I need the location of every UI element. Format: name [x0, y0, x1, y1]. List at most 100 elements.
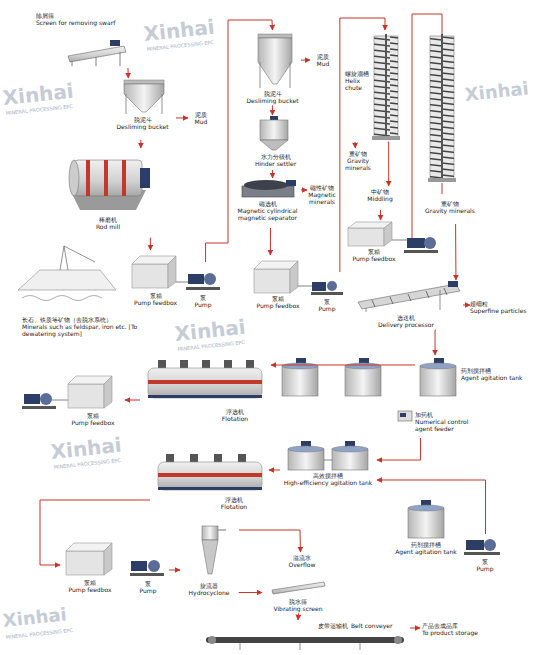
illustration-part	[272, 582, 325, 594]
label-group: 选送机Delivery processor	[350, 314, 462, 328]
equipment-label: Magnetic cylindrical magnetic separator	[235, 207, 300, 221]
illustration-part	[22, 296, 102, 301]
illustration-part	[345, 366, 381, 396]
equipment-label: 浮选机	[200, 496, 268, 503]
pipe-connector	[269, 469, 280, 470]
pump-feedbox	[66, 543, 112, 575]
label-group: 泵箱Pump feedbox	[128, 292, 183, 306]
equipment-node: 产品去成品库To product storage	[420, 620, 528, 648]
illustration-part	[176, 282, 188, 283]
pipe-connector	[272, 105, 273, 115]
equipment-label: 重矿物	[342, 150, 374, 157]
illustration-part	[246, 360, 254, 368]
illustration-part	[238, 454, 246, 462]
illustration-part	[104, 376, 112, 408]
pipe-connector	[125, 400, 140, 401]
equipment-label: 水力分级机	[243, 153, 308, 160]
pump-symbol	[22, 393, 68, 409]
pipe-connector	[298, 613, 299, 620]
equipment-label: Agent agitation tank	[461, 374, 525, 381]
label-group: 除屑筛Screen for removing swarf	[36, 12, 126, 26]
equipment-node: 药剂搅拌槽Agent agitation tank	[395, 497, 458, 562]
label-group: 泵Pump	[128, 580, 168, 594]
pump-symbol	[464, 539, 500, 555]
illustration-part	[122, 160, 126, 196]
label-group: 脱泥斗Desliming bucket	[110, 116, 175, 130]
illustration-part	[69, 160, 79, 196]
equipment-label: 浮选机	[200, 408, 270, 415]
illustration-part	[72, 52, 120, 66]
pipe-connector	[140, 140, 142, 148]
pipe-connector	[206, 20, 273, 262]
label-group: 超细粒Superfine particles	[470, 300, 530, 314]
equipment-node: 泵箱Pump feedbox	[128, 250, 184, 312]
label-group: 高效搅拌槽High-efficiency agitation tank	[280, 472, 376, 486]
equipment-label: Overflow	[280, 561, 324, 568]
equipment-label: Numerical control agent feeder	[415, 418, 485, 432]
equipment-label: Pump	[462, 565, 508, 572]
illustration-part	[18, 270, 116, 290]
equipment-node: 泥质Mud	[310, 50, 337, 72]
illustration-part	[385, 34, 387, 140]
illustration-part	[258, 38, 292, 84]
equipment-label: 加药机	[415, 411, 485, 418]
illustration-part	[148, 380, 262, 384]
label-group: 加药机Numerical control agent feeder	[415, 411, 485, 433]
illustration-part	[52, 400, 68, 401]
equipment-label: Rod mill	[62, 223, 154, 230]
illustration-part	[158, 473, 262, 477]
illustration-part	[148, 560, 160, 572]
illustration-part	[148, 368, 262, 398]
pipe-connector	[271, 364, 415, 365]
tailings-pond	[18, 246, 116, 301]
equipment-label: 棒磨机	[62, 216, 154, 223]
label-group: 长石、铁质等矿物（去脱水系统）Minerals such as feldspar…	[22, 316, 158, 338]
equipment-node: 泵Pump	[462, 534, 509, 576]
label-group: 泵Pump	[310, 298, 344, 312]
illustration-part	[260, 140, 288, 150]
illustration-part	[290, 261, 298, 293]
pipe-connector	[270, 228, 271, 255]
equipment-label: 脱泥斗	[110, 116, 175, 123]
equipment-node: 泵Pump	[128, 550, 169, 600]
illustration-part	[204, 273, 216, 285]
illustration-part	[180, 360, 188, 368]
swarf-screen	[68, 40, 126, 66]
helix-chute	[372, 34, 400, 140]
helix-chute	[428, 34, 456, 194]
equipment-label: 皮带运输机	[318, 622, 348, 629]
equipment-node: 螺旋溜槽Helix chute	[342, 30, 400, 142]
watermark: Xinhai	[2, 603, 68, 631]
equipment-node: 泵箱Pump feedbox	[250, 255, 307, 315]
label-group: 中矿物Middling	[360, 188, 400, 202]
label-group: 产品去成品库To product storage	[422, 622, 526, 636]
illustration-part	[104, 543, 112, 575]
equipment-node: 浮选机Flotation	[140, 358, 271, 428]
equipment-node: 脱水筛Vibrating screen	[262, 580, 335, 613]
equipment-node: 泥质Mud	[188, 108, 215, 130]
label-group: 螺旋溜槽Helix chute	[345, 70, 373, 92]
flotation-cell	[158, 454, 262, 490]
illustration-part	[218, 530, 226, 531]
equipment-label: 磁性矿物	[307, 184, 337, 191]
equipment-label: 螺旋溜槽	[345, 70, 373, 77]
illustration-part	[464, 552, 500, 555]
illustration-part	[270, 116, 278, 120]
equipment-label: Mud	[188, 118, 214, 125]
equipment-node: 高效搅拌槽High-efficiency agitation tank	[280, 440, 377, 492]
label-group: 泵Pump	[185, 294, 221, 308]
equipment-node: 泵箱Pump feedbox	[343, 220, 406, 265]
illustration-part	[298, 286, 312, 287]
illustration-part	[311, 292, 343, 295]
equipment-label: Pump	[310, 305, 344, 312]
pipe-connector	[239, 591, 262, 593]
illustration-part	[202, 360, 210, 368]
pipe-connector	[435, 330, 437, 355]
equipment-node: 皮带运输机Belt conveyer	[200, 620, 410, 652]
equipment-label: 泵箱	[60, 579, 120, 586]
label-group: 磁性矿物Magnetic minerals	[307, 184, 337, 206]
equipment-node: 泵Pump	[310, 272, 345, 316]
equipment-label: 长石、铁质等矿物（去脱水系统）	[22, 316, 158, 323]
illustration-part	[441, 34, 443, 182]
illustration-part	[131, 561, 147, 571]
